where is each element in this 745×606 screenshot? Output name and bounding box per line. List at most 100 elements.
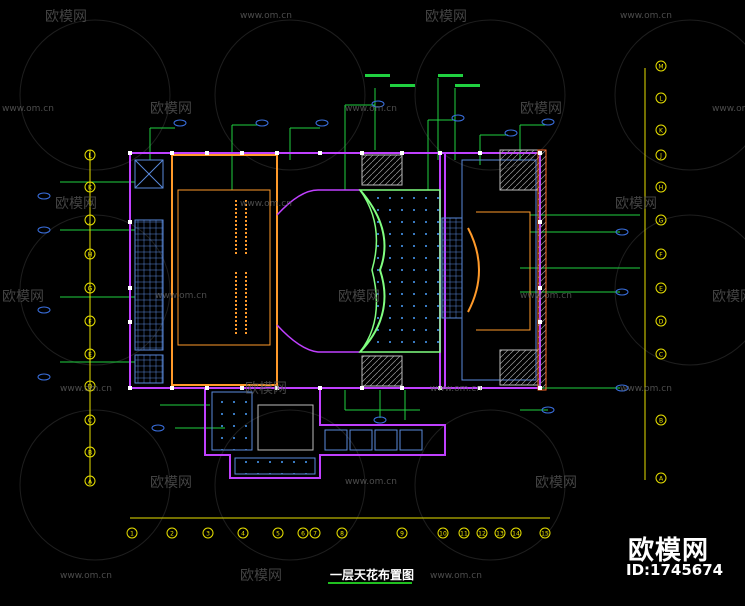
axis-left-label: L [88,153,92,160]
watermark-circles [19,19,745,561]
axis-left-bubble [84,181,96,193]
axis-bottom-bubble [458,527,470,539]
lower-annex [211,391,423,475]
watermark-brand: 欧模网 [2,289,44,305]
watermark-brand: 欧模网 [712,289,745,305]
axis-left-bubble [84,149,96,161]
axis-left-label: F [88,319,92,326]
axis-left-label: C [88,418,92,425]
axis-bottom-bubble [166,527,178,539]
top-labels [365,74,480,87]
watermark-site: www.om.cn [620,11,672,21]
axis-left-bubble [84,315,96,327]
axis-right-label: H [659,185,664,192]
axis-right-label: L [659,96,663,103]
axis-bottom-label: 9 [400,531,404,538]
axis-right-bubble [655,414,667,426]
axis-left-label: A [88,479,93,486]
right-hall [461,149,547,391]
axis-left: L K J H G F E D C B A [84,149,96,487]
axis-bottom-label: 8 [340,531,344,538]
axis-bottom-label: 7 [313,531,317,538]
walls [129,152,541,479]
watermark-brand: 欧模网 [45,9,87,25]
axis-left-bubble [84,282,96,294]
axis-left-bubble [84,475,96,487]
axis-bottom-bubble [202,527,214,539]
axis-right-label: G [659,218,664,225]
axis-bottom-label: 10 [439,531,447,538]
watermark-brand: 欧模网 [55,196,97,212]
callout-tags [37,100,629,432]
axis-bottom-label: 4 [241,531,245,538]
watermark-site: www.om.cn [2,104,54,114]
axis-bottom-bubble [510,527,522,539]
axis-right-bubble [655,348,667,360]
axis-left-label: J [88,218,91,225]
watermark-brand: 欧模网 [425,9,467,25]
watermark-brand: 欧模网 [150,101,192,117]
drawing-title: 一层天花布置图 [330,568,415,582]
axis-bottom-label: 5 [276,531,280,538]
watermark-site: www.om.cn [60,571,112,581]
dimension-lines [89,68,646,519]
axis-right-bubble [655,472,667,484]
axis-right-bubble [655,149,667,161]
axis-bottom-bubble [309,527,321,539]
watermark-brand: 欧模网 [520,101,562,117]
axis-bottom-bubble [237,527,249,539]
axis-right-label: B [659,418,663,425]
watermark-site: www.om.cn [430,384,482,394]
curved-walls [276,189,360,353]
axis-right-bubble [655,214,667,226]
axis-bottom-label: 12 [478,531,486,538]
axis-right-label: F [659,252,663,259]
axis-right-bubble [655,315,667,327]
axis-right-label: A [659,476,664,483]
axis-left-label: H [88,252,93,259]
watermark-brand: 欧模网 [150,475,192,491]
axis-bottom-bubble [437,527,449,539]
axis-left-label: B [88,450,92,457]
brand-logo: 欧模网 [628,536,710,566]
axis-bottom-label: 15 [541,531,549,538]
axis-right-label: K [659,128,664,135]
axis-right-label: J [659,153,662,160]
axis-bottom-label: 2 [170,531,174,538]
watermark-site: www.om.cn [345,477,397,487]
columns [128,151,542,390]
asset-id: ID:1745674 [626,561,724,579]
axis-bottom-bubble [476,527,488,539]
axis-right-bubble [655,60,667,72]
axis-left-label: K [88,185,93,192]
title-underline [328,582,412,584]
axis-right-label: E [659,286,663,293]
axis-left-bubble [84,214,96,226]
axis-left-bubble [84,348,96,360]
axis-bottom-label: 1 [130,531,134,538]
watermark-brand: 欧模网 [245,381,287,397]
axis-left-label: D [88,384,93,391]
axis-bottom-label: 13 [496,531,504,538]
left-corridor [134,159,164,384]
watermark-site: www.om.cn [240,199,292,209]
axis-bottom-bubble [272,527,284,539]
watermark-site: www.om.cn [620,384,672,394]
axis-right-bubble [655,124,667,136]
watermark-site: www.om.cn [712,104,745,114]
axis-bottom-bubble [297,527,309,539]
axis-right-label: C [659,352,663,359]
watermark-brand: 欧模网 [338,289,380,305]
axis-bottom-bubble [539,527,551,539]
axis-bottom-bubble [494,527,506,539]
axis-bottom-label: 14 [512,531,520,538]
axis-left-bubble [84,248,96,260]
axis-bottom-bubble [396,527,408,539]
axis-left-label: E [88,352,92,359]
axis-bottom-label: 3 [206,531,210,538]
axis-bottom-bubble [336,527,348,539]
axis-left-label: G [88,286,93,293]
